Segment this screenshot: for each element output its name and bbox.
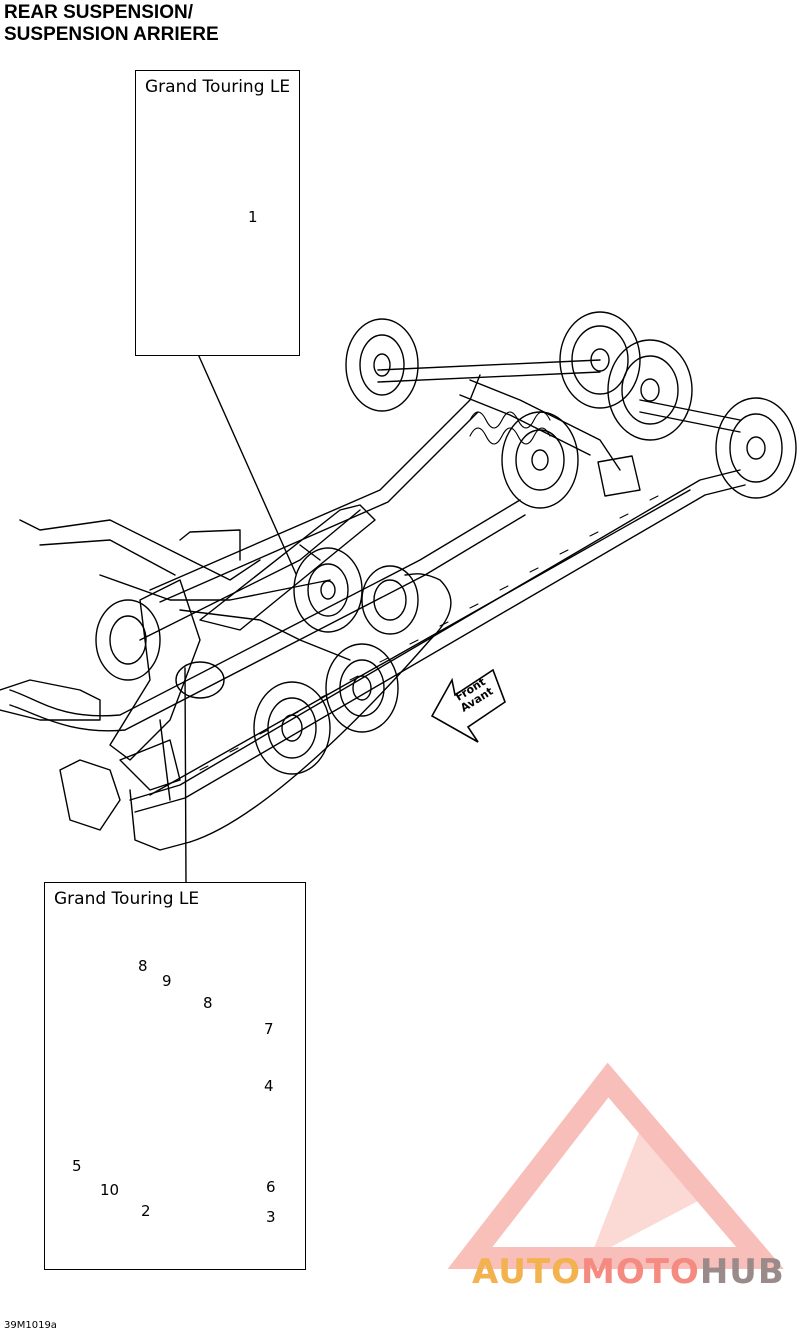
leader-line-top bbox=[197, 353, 297, 575]
wheel-front-lower-left bbox=[253, 681, 331, 775]
callout-8-right: 8 bbox=[203, 994, 213, 1012]
front-direction-arrow bbox=[430, 668, 506, 743]
callout-10: 10 bbox=[100, 1181, 120, 1199]
triangle-logo-icon bbox=[447, 1062, 784, 1269]
idler-wheel-rear-center bbox=[559, 311, 641, 409]
callout-2: 2 bbox=[141, 1202, 151, 1220]
callout-5: 5 bbox=[72, 1157, 82, 1175]
wheel-front-left bbox=[95, 599, 161, 681]
wheel-mid-right bbox=[361, 565, 419, 635]
callout-9: 9 bbox=[162, 972, 172, 990]
bracket-block bbox=[597, 455, 641, 497]
slide-rail-right bbox=[129, 469, 746, 813]
page-title: REAR SUSPENSION/ SUSPENSION ARRIERE bbox=[4, 2, 219, 46]
actuator-motor bbox=[59, 739, 191, 851]
slide-rail-left bbox=[9, 499, 526, 732]
rear-arm bbox=[459, 379, 621, 471]
front-bumper bbox=[0, 679, 101, 721]
figure-reference: 39M1019a bbox=[4, 1320, 57, 1331]
wheel-front-lower-right bbox=[325, 643, 399, 733]
variant-label-top: Grand Touring LE bbox=[145, 77, 291, 97]
callout-1: 1 bbox=[248, 208, 258, 226]
leader-line-bottom bbox=[184, 667, 187, 885]
title-line-1: REAR SUSPENSION/ bbox=[4, 2, 193, 23]
callout-4: 4 bbox=[264, 1077, 274, 1095]
rear-axle bbox=[377, 359, 741, 433]
center-shock bbox=[199, 504, 376, 631]
wheel-mid-left bbox=[293, 547, 363, 633]
callout-6: 6 bbox=[266, 1178, 276, 1196]
watermark-hub: HUB bbox=[699, 1252, 785, 1292]
variant-box-top: Grand Touring LE bbox=[135, 70, 300, 356]
variant-label-bottom: Grand Touring LE bbox=[54, 889, 200, 909]
idler-wheel-rear-left bbox=[345, 318, 419, 412]
idler-wheel-rear-far-right bbox=[715, 397, 797, 499]
idler-wheel-rear-right bbox=[607, 339, 693, 441]
rear-spring bbox=[469, 411, 551, 445]
cable bbox=[189, 573, 452, 843]
wheel-center-big bbox=[501, 411, 579, 509]
torque-arm bbox=[139, 374, 481, 641]
callout-7: 7 bbox=[264, 1020, 274, 1038]
watermark-auto: AUTO bbox=[472, 1252, 581, 1292]
callout-8-top: 8 bbox=[138, 957, 148, 975]
title-line-2: SUSPENSION ARRIERE bbox=[4, 24, 219, 45]
callout-3: 3 bbox=[266, 1208, 276, 1226]
front-arm bbox=[19, 519, 351, 661]
watermark-moto: MOTO bbox=[580, 1252, 700, 1292]
watermark: AUTOMOTOHUB bbox=[472, 1252, 785, 1292]
front-shock-assembly bbox=[109, 579, 225, 801]
variant-box-bottom: Grand Touring LE bbox=[44, 882, 306, 1270]
